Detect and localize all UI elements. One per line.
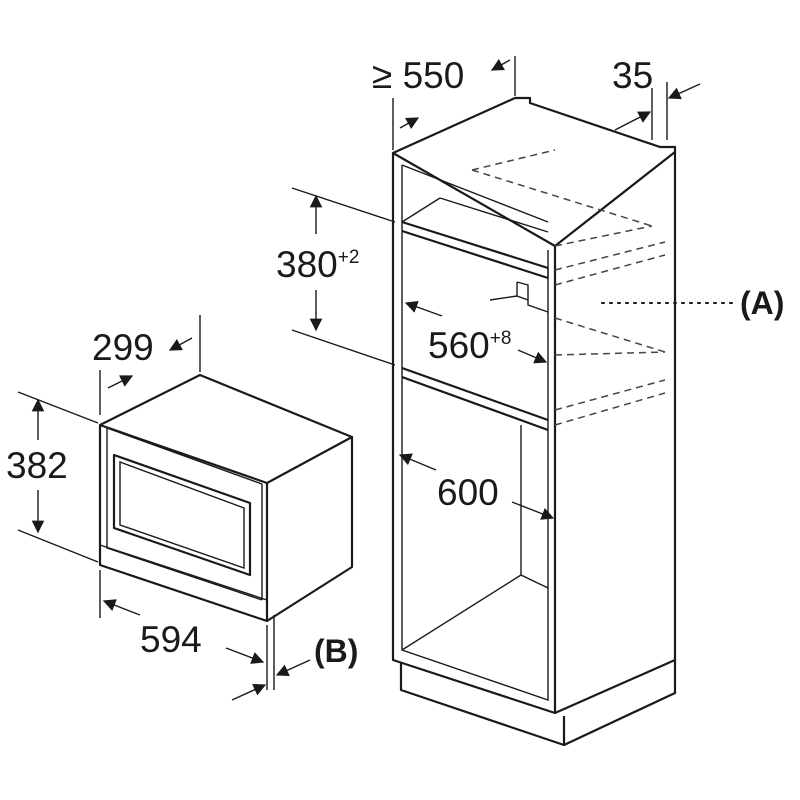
dim-appliance-height-label: 382 — [6, 445, 68, 486]
callout-a-label: (A) — [740, 285, 784, 321]
dim-cabinet-depth — [392, 56, 516, 150]
dim-cabinet-side-label: 35 — [612, 55, 653, 96]
dim-appliance-width — [99, 570, 268, 690]
tall-cabinet — [391, 96, 677, 747]
ventilation-dashed-lines — [471, 149, 666, 426]
dim-niche-height — [291, 187, 396, 366]
dim-niche-height-label: 380+2 — [276, 244, 359, 285]
dim-cabinet-side — [614, 82, 701, 140]
dim-appliance-width-label: 594 — [140, 619, 202, 660]
callout-b-label: (B) — [314, 633, 358, 669]
dim-appliance-height — [17, 391, 99, 563]
built-in-appliance — [98, 373, 354, 623]
dim-cabinet-width — [398, 453, 555, 520]
dim-appliance-depth — [99, 315, 201, 415]
dim-niche-width — [404, 300, 548, 364]
dim-appliance-depth-label: 299 — [92, 327, 154, 368]
dim-cabinet-width-label: 600 — [437, 472, 499, 513]
dim-appliance-front — [231, 615, 311, 701]
dim-cabinet-depth-label: ≥ 550 — [372, 55, 464, 96]
dim-niche-width-label: 560+8 — [428, 325, 511, 366]
